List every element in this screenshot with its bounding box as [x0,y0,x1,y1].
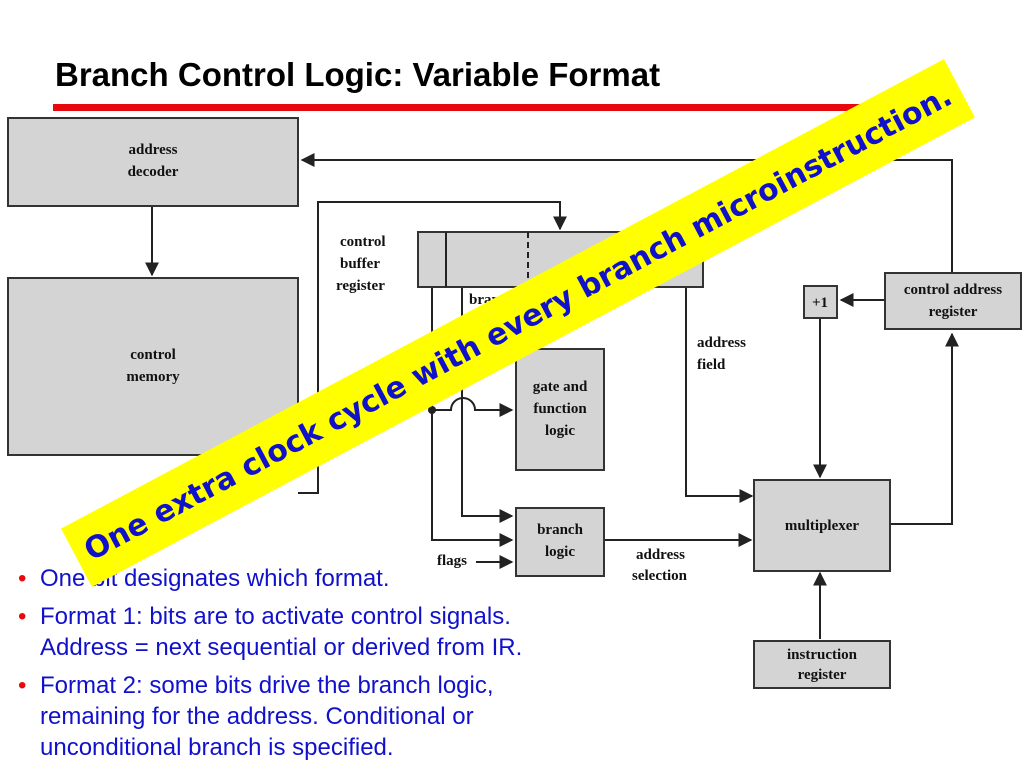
address-field-to-mux-arrow [685,287,754,503]
control-memory-box [7,277,299,456]
bullet-item: One bit designates which format. [18,563,522,594]
increment-box [803,285,838,319]
control-address-register-box [884,272,1022,330]
multiplexer-label: multiplexer [785,518,859,534]
mux-to-car-arrow [890,332,959,525]
wire-junction [428,406,436,414]
instruction-register-box [753,640,891,689]
branch-logic-box [515,507,605,577]
bullet-item: Format 2: some bits drive the branch log… [18,670,522,763]
cbr-to-branch-logic-arrow [431,410,514,547]
title-underline [53,104,964,111]
gate-function-logic-box [515,348,605,471]
address-decoder-box [7,117,299,207]
memory-to-cbr-arrow [298,201,567,494]
multiplexer-box [753,479,891,572]
increment-label: +1 [812,295,828,311]
bullet-item: Format 1: bits are to activate control s… [18,601,522,663]
car-to-decoder-arrow [300,153,953,272]
bullet-list: One bit designates which format. Format … [18,563,522,768]
slide-title: Branch Control Logic: Variable Format [55,56,661,93]
